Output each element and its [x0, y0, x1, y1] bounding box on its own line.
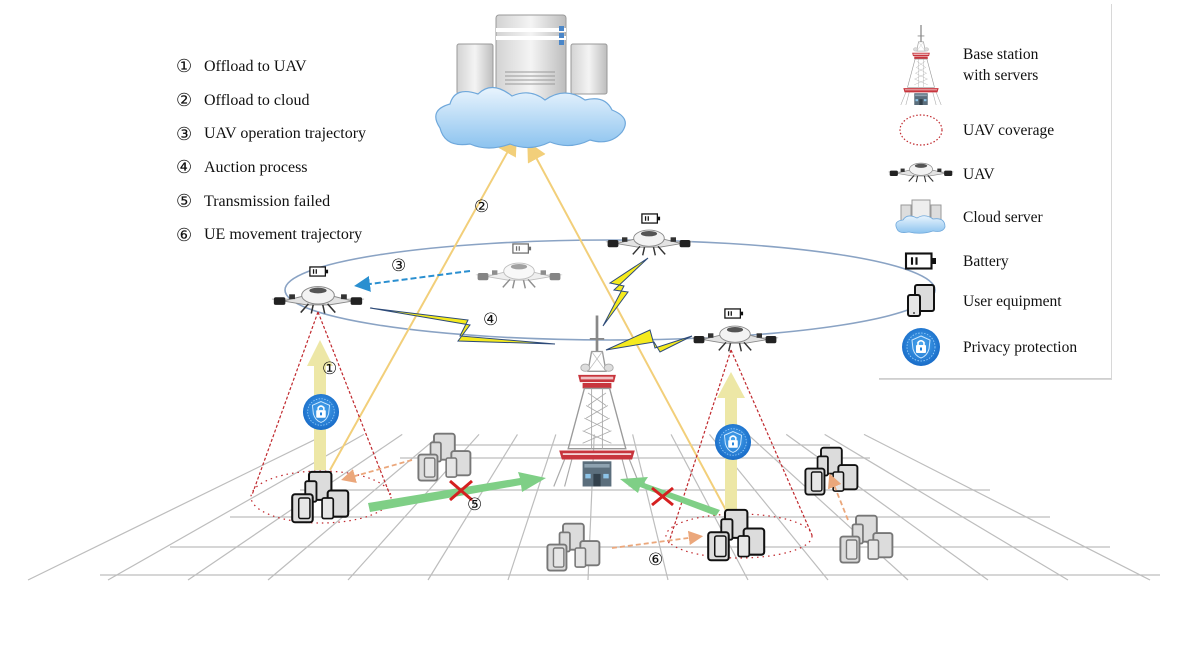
ue-move-arrow-1	[341, 459, 413, 483]
cloud-server	[435, 14, 626, 149]
legend-item-privacy-protection: Privacy protection	[879, 327, 1112, 367]
ue-group-bottom-ghost	[546, 522, 601, 572]
battery-uav-left	[309, 266, 329, 277]
uav-trajectory-arrow	[354, 270, 471, 292]
annotation-offload-uav: ①	[322, 359, 338, 378]
step-item: ⑤ Transmission failed	[176, 185, 366, 219]
privacy-badge-left	[302, 393, 340, 431]
grid-line-radial	[507, 434, 557, 581]
step-label: Transmission failed	[204, 192, 331, 210]
legend-label: User equipment	[963, 292, 1062, 310]
legend: Base station with servers UAV coverage U…	[879, 4, 1112, 380]
legend-item-user-equipment: User equipment	[879, 284, 1112, 318]
legend-item-battery: Battery	[879, 249, 1112, 273]
ue-group-far-right	[804, 446, 859, 496]
legend-item-uav-coverage: UAV coverage	[879, 112, 1112, 148]
step-item: ③ UAV operation trajectory	[176, 117, 366, 151]
uav-right	[691, 325, 779, 353]
step-item: ⑥ UE movement trajectory	[176, 218, 366, 252]
cloud-link-right	[527, 141, 729, 515]
step-label: UE movement trajectory	[204, 226, 363, 244]
fail-cross-right	[651, 486, 674, 507]
legend-label: Cloud server	[963, 208, 1043, 226]
auction-lightning-top	[602, 257, 649, 327]
step-number: ③	[176, 123, 193, 144]
grid-line-radial	[27, 433, 326, 581]
annotation-offload-cloud: ②	[474, 197, 490, 216]
uav-coverage-icon	[879, 112, 963, 148]
step-label: Offload to cloud	[204, 91, 310, 109]
auction-lightning-left	[369, 307, 556, 345]
step-number: ②	[176, 90, 193, 111]
ue-group-left	[291, 470, 350, 524]
annotation-auction: ④	[483, 310, 499, 329]
legend-label: UAV	[963, 165, 995, 183]
battery-uav-ghost	[512, 243, 532, 254]
cloud-server-icon	[879, 199, 963, 235]
step-number: ①	[176, 56, 193, 77]
grid-line-radial	[863, 433, 1151, 581]
auction-lightning-right	[605, 329, 693, 353]
uav-icon	[879, 157, 963, 191]
ue-move-arrow-3	[827, 473, 849, 521]
cloud-link-left	[329, 135, 517, 471]
grid-line-radial	[632, 434, 669, 581]
ue-group-far-right-ghost	[839, 514, 894, 564]
legend-item-uav: UAV	[879, 159, 1112, 189]
grid-line-radial	[427, 434, 518, 581]
fail-arrow-right	[620, 477, 720, 516]
legend-item-base-station: Base station with servers	[879, 24, 1112, 106]
step-item: ④ Auction process	[176, 151, 366, 185]
step-number: ④	[176, 157, 193, 178]
grid-line-radial	[267, 433, 442, 581]
battery-icon	[879, 252, 963, 270]
user-equipment-icon	[879, 284, 963, 318]
step-number: ⑥	[176, 224, 193, 245]
step-number: ⑤	[176, 191, 193, 212]
uav-ghost	[475, 262, 563, 290]
legend-label: Privacy protection	[963, 338, 1078, 356]
annotation-ue-movement: ⑥	[648, 550, 664, 569]
base-station-icon	[879, 25, 963, 105]
privacy-protection-icon	[879, 327, 963, 367]
uav-trajectory-ellipse	[284, 239, 936, 341]
steps-list: ① Offload to UAV ② Offload to cloud ③ UAV o…	[176, 50, 366, 252]
legend-label: UAV coverage	[963, 121, 1055, 139]
uav-coverage-right	[665, 349, 813, 559]
step-label: Offload to UAV	[204, 57, 307, 75]
fail-cross-left	[449, 479, 473, 502]
legend-label: Battery	[963, 252, 1009, 270]
battery-uav-right	[724, 308, 744, 319]
step-label: UAV operation trajectory	[204, 125, 367, 143]
uav-top	[605, 229, 693, 257]
grid-line-radial	[824, 433, 1069, 581]
step-item: ① Offload to UAV	[176, 50, 366, 84]
battery-uav-top	[641, 213, 661, 224]
privacy-badge-right	[714, 423, 752, 461]
ue-move-arrow-2	[611, 530, 704, 549]
annotation-tx-failed: ⑤	[467, 495, 483, 514]
step-item: ② Offload to cloud	[176, 84, 366, 118]
legend-label: Base station with servers	[963, 46, 1039, 84]
step-label: Auction process	[204, 158, 308, 176]
annotation-uav-trajectory: ③	[391, 256, 407, 275]
legend-item-cloud-server: Cloud server	[879, 199, 1112, 235]
